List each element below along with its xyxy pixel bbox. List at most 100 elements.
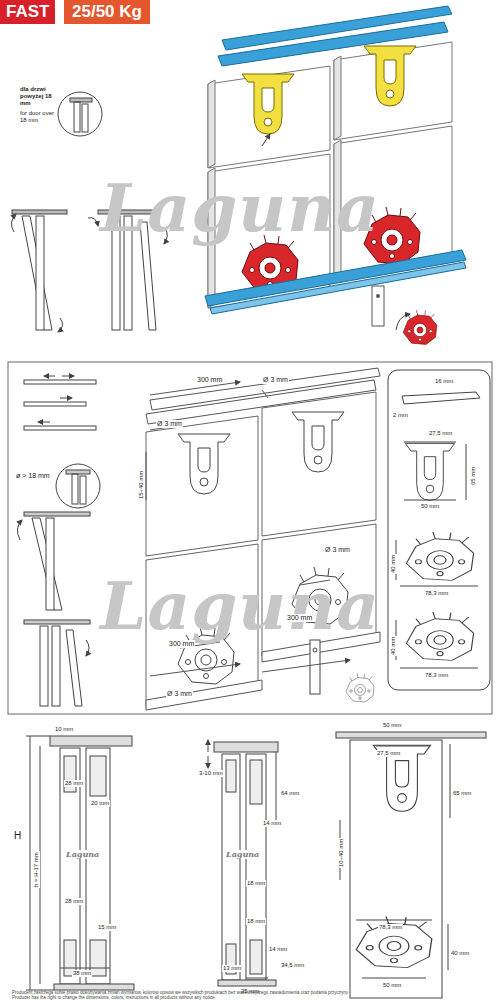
- drawing-part: [150, 382, 240, 395]
- drawing-part: [30, 736, 31, 990]
- drawing-part: [262, 660, 350, 672]
- drawing-part: [24, 380, 96, 384]
- drawing-part: [406, 612, 473, 660]
- drawing-part: [400, 668, 478, 669]
- drawing-part: [402, 392, 480, 404]
- dimension-label: 78,3 mm: [378, 924, 403, 931]
- drawing-part: [70, 98, 92, 102]
- drawing-part: [66, 470, 90, 474]
- drawing-part: [150, 664, 240, 676]
- drawing-part: [276, 752, 277, 820]
- dimension-label: 27,5 mm: [428, 430, 453, 437]
- drawing-part: [210, 262, 466, 314]
- drawing-part: [226, 760, 236, 792]
- node-text: dla drzwi powyżej 18 mm: [20, 86, 56, 107]
- dimension-label: 64 mm: [280, 790, 300, 797]
- dimension-label: Ø 3 mm: [262, 376, 289, 384]
- drawing-part: [262, 390, 268, 398]
- drawing-part: [90, 756, 106, 796]
- dimension-label: Ø 3 mm: [156, 420, 183, 428]
- dimension-label: Ø 3 mm: [166, 690, 193, 698]
- drawing-part: [60, 398, 72, 399]
- drawing-part: [22, 216, 52, 330]
- drawing-part: [36, 216, 44, 330]
- drawing-part: [214, 742, 278, 752]
- drawing-part: [52, 626, 60, 706]
- drawing-part: [372, 286, 384, 326]
- dimension-label: h = H-17 mm: [33, 851, 40, 888]
- wheel-detail: [372, 286, 437, 344]
- drawing-part: [364, 46, 416, 106]
- drawing-part: [58, 92, 102, 136]
- dimension-label: 40 mm: [390, 636, 397, 656]
- dimension-label: 65 mm: [470, 466, 477, 486]
- dimension-label: 3-10 mm: [198, 770, 224, 777]
- drawing-part: [32, 518, 62, 610]
- drawing-part: [292, 412, 344, 472]
- dimension-label: 50 mm: [382, 982, 402, 989]
- drawing-part: [218, 980, 276, 986]
- node-text: 25/50 Kg: [72, 2, 142, 21]
- drawing-part: [146, 452, 147, 500]
- dimension-label: 27,5 mm: [376, 750, 401, 757]
- dimension-label: Ø 3 mm: [324, 546, 351, 554]
- dimension-label: 10÷40 mm: [338, 838, 345, 868]
- drawing-part: [66, 630, 82, 706]
- drawing-part: [46, 518, 54, 610]
- drawing-part: [246, 754, 266, 980]
- drawing-part: [50, 736, 132, 746]
- drawing-part: [373, 745, 430, 811]
- drawing-part: [12, 210, 67, 214]
- drawing-part: [80, 476, 86, 504]
- drawing-part: [222, 754, 240, 980]
- drawing-part: [208, 756, 209, 768]
- watermark: Laguna: [100, 570, 380, 643]
- drawing-part: [406, 532, 473, 580]
- node-text: FAST: [6, 2, 49, 21]
- drawing-part: [24, 402, 86, 406]
- drawing-part: [262, 392, 376, 536]
- dimension-label: 15÷40 mm: [138, 470, 145, 500]
- drawing-part: [250, 940, 262, 974]
- drawing-part: [246, 978, 268, 979]
- detail-callout: dla drzwi powyżej 18 mmfor door over 18 …: [20, 86, 56, 123]
- dimension-label: 38 mm: [72, 970, 92, 977]
- dimension-label: 40 mm: [390, 554, 397, 574]
- drawing-part: [62, 376, 74, 377]
- dimension-label: 18 mm: [246, 918, 266, 925]
- dimension-label: 14 mm: [262, 820, 282, 827]
- dimension-label: 14 mm: [268, 946, 288, 953]
- drawing-part: [178, 434, 230, 494]
- drawing-part: [72, 474, 78, 504]
- drawing-part: [404, 442, 456, 443]
- dimension-label: 50 mm: [420, 503, 440, 510]
- drawing-part: [88, 218, 98, 226]
- drawing-part: [334, 56, 341, 140]
- drawing-part: [400, 586, 478, 587]
- drawing-part: [90, 940, 106, 976]
- dimension-label: 78,3 mm: [424, 672, 449, 679]
- drawing-part: [82, 104, 88, 132]
- drawing-part: [373, 745, 430, 811]
- drawing-part: [44, 376, 55, 377]
- dimension-label: 13 mm: [222, 965, 242, 972]
- drawing-part: [86, 640, 89, 656]
- drawing-part: [24, 620, 90, 624]
- dimension-label: 28 mm: [64, 898, 84, 905]
- drawing-part: [146, 680, 262, 710]
- circle-detail-lower: [56, 464, 100, 508]
- bottom-track: [205, 250, 466, 314]
- drawing-part: [24, 426, 96, 430]
- drawing-part: [376, 294, 380, 298]
- drawing-part: [40, 626, 48, 706]
- drawing-part: [346, 674, 374, 703]
- drawing-part: [58, 318, 63, 332]
- circle-detail-top: [58, 92, 102, 136]
- dimension-label: 2 mm: [392, 412, 409, 419]
- drawing-part: [205, 250, 466, 306]
- drawing-part: [60, 968, 110, 969]
- drawing-part: [56, 464, 100, 508]
- drawing-part: [356, 916, 432, 967]
- drawing-part: [350, 740, 442, 998]
- dimension-label: 28 mm: [64, 780, 84, 787]
